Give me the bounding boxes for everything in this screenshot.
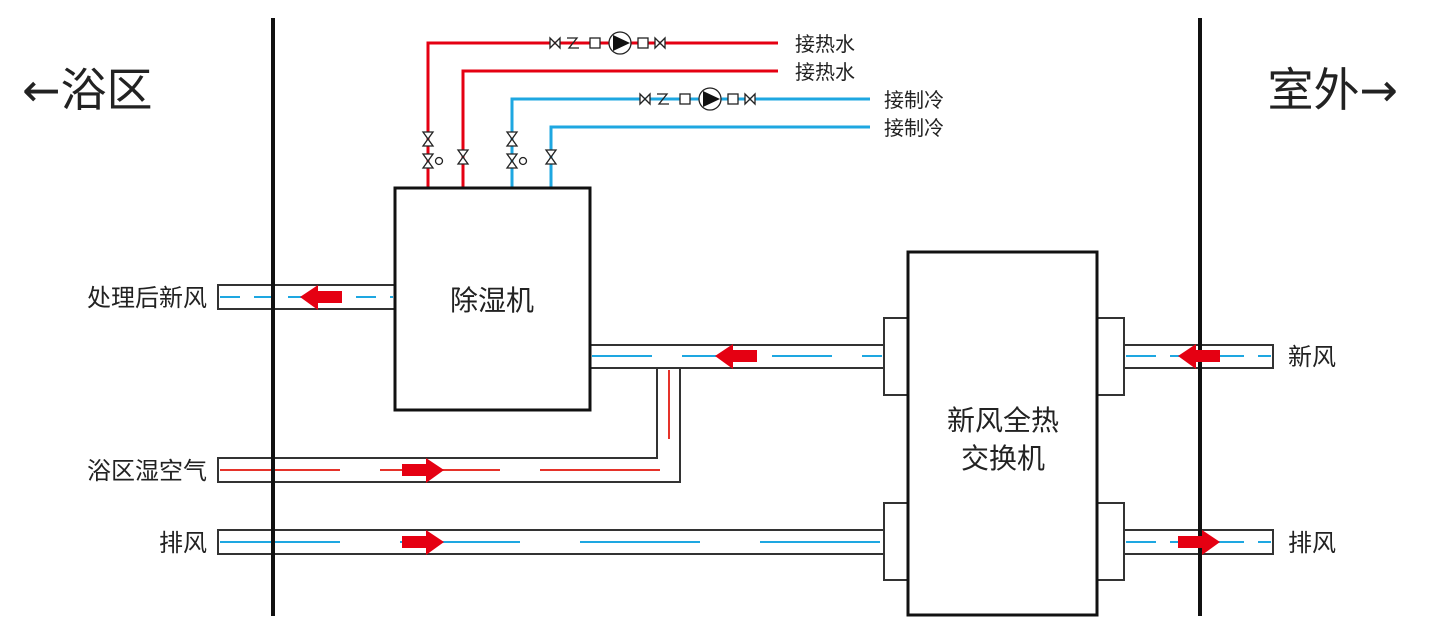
pipe-label-cold-2: 接制冷 [884, 116, 944, 140]
duct-label-fresh-air: 新风 [1288, 343, 1336, 371]
flow-arrow-right-icon [402, 458, 444, 483]
chilled-pipe-2 [549, 125, 870, 188]
pipe-label-hot-1: 接热水 [795, 32, 855, 56]
flow-arrow-right-icon [402, 530, 444, 555]
pipe-label-cold-1: 接制冷 [884, 88, 944, 112]
pipe-label-hot-2: 接热水 [795, 60, 855, 84]
dehumidifier-unit [393, 186, 592, 412]
riser-valves [421, 131, 558, 169]
duct-label-exhaust-left: 排风 [159, 529, 207, 557]
duct-label-treated-air: 处理后新风 [87, 284, 207, 312]
hrv-label-line1: 新风全热 [947, 404, 1059, 437]
pump-assembly-hot [549, 31, 666, 55]
zone-label-outdoor: 室外→ [1267, 63, 1398, 117]
flow-arrow-left-icon [1178, 344, 1220, 369]
hot-water-pipe-2 [461, 69, 778, 188]
duct-label-bath-humid-air: 浴区湿空气 [87, 457, 207, 485]
flow-arrow-right-icon [1178, 530, 1220, 555]
hrv-label-line2: 交换机 [961, 442, 1045, 475]
hot-water-pipe-1 [426, 41, 778, 188]
pump-assembly-cold [639, 87, 756, 111]
duct-label-exhaust-right: 排风 [1288, 529, 1336, 557]
dehumidifier-label: 除湿机 [450, 284, 534, 317]
flow-arrow-left-icon [300, 285, 342, 310]
zone-label-bath: ←浴区 [22, 63, 153, 117]
heat-recovery-unit [906, 250, 1099, 617]
chilled-pipe-1 [510, 97, 870, 188]
flow-arrow-left-icon [715, 344, 757, 369]
